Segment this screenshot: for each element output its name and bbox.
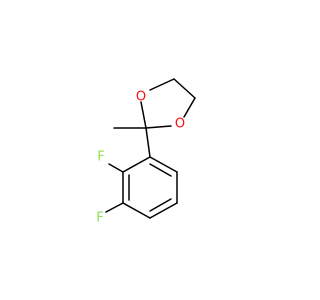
bond-ar4-ar5 bbox=[149, 202, 178, 219]
double-bond-ar4-ar5-inner bbox=[149, 198, 172, 212]
bond-c2-o1 bbox=[140, 101, 147, 129]
bond-ar3-ar4 bbox=[122, 202, 151, 219]
bond-c4-c5 bbox=[173, 78, 196, 99]
fluorine-1-label: F bbox=[97, 150, 104, 165]
molecule-diagram: O O F F bbox=[96, 78, 196, 226]
fluorine-2-label: F bbox=[96, 211, 103, 226]
bond-o1-c4 bbox=[149, 78, 175, 91]
oxygen-1-label: O bbox=[136, 90, 146, 105]
bond-ar6-ar1 bbox=[149, 156, 178, 173]
bond-ar2-f1 bbox=[108, 163, 124, 173]
bond-ar3-f2 bbox=[105, 202, 124, 213]
double-bond-ar6-ar1-inner bbox=[149, 163, 172, 177]
bond-c2-aryl bbox=[145, 127, 151, 158]
bond-ar1-ar2 bbox=[122, 156, 151, 173]
oxygen-2-label: O bbox=[175, 117, 185, 132]
bond-c5-o2 bbox=[183, 97, 196, 118]
bond-o2-c2 bbox=[145, 125, 172, 129]
